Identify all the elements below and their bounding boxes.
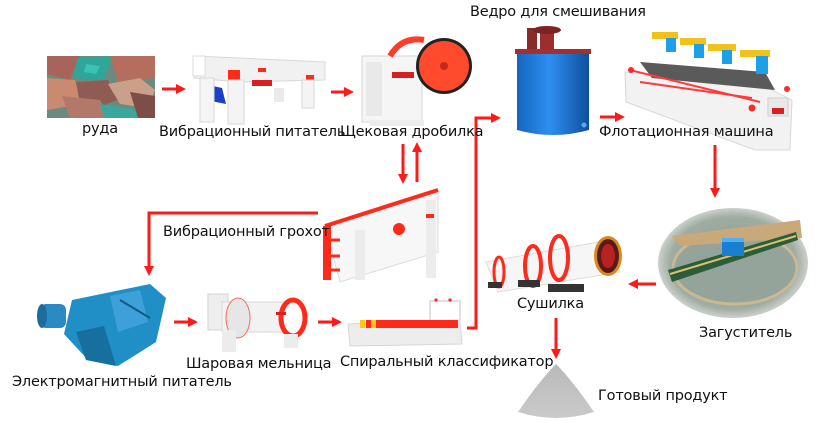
label-ore: руда: [82, 121, 118, 137]
label-thickener: Загуститель: [699, 325, 793, 341]
thickener-image: [658, 208, 808, 318]
mixing-tank-icon: [515, 26, 591, 135]
ore-image: [47, 56, 155, 118]
label-dryer: Сушилка: [517, 296, 584, 312]
vibrating-feeder-icon: [192, 55, 326, 125]
ball-mill-icon: [207, 293, 308, 352]
label-vibrating-screen: Вибрационный грохот: [163, 224, 330, 240]
arrow-classifier-to-tank: [467, 113, 501, 330]
label-em-feeder: Электромагнитный питатель: [12, 374, 232, 390]
label-jaw-crusher: Щековая дробилка: [340, 124, 484, 140]
rotary-dryer-icon: [485, 234, 622, 293]
flotation-motors: [652, 32, 770, 74]
electromagnetic-feeder-icon: [37, 284, 166, 366]
label-ball-mill: Шаровая мельница: [186, 356, 332, 372]
label-final-product: Готовый продукт: [598, 388, 728, 404]
arrow-screen-to-em-feeder: [144, 211, 318, 276]
label-flotation-machine: Флотационная машина: [599, 124, 774, 140]
spiral-classifier-icon: [347, 298, 463, 347]
jaw-crusher-icon: [361, 36, 472, 126]
label-mixing-tank: Ведро для смешивания: [470, 4, 646, 20]
label-vibrating-feeder: Вибрационный питатель: [159, 124, 346, 140]
arrows: [144, 84, 720, 359]
vibrating-screen-icon: [323, 188, 439, 283]
product-pile-icon: [518, 364, 594, 418]
label-spiral-classifier: Спиральный классификатор: [340, 354, 554, 370]
flotation-machine-icon: [624, 32, 793, 151]
